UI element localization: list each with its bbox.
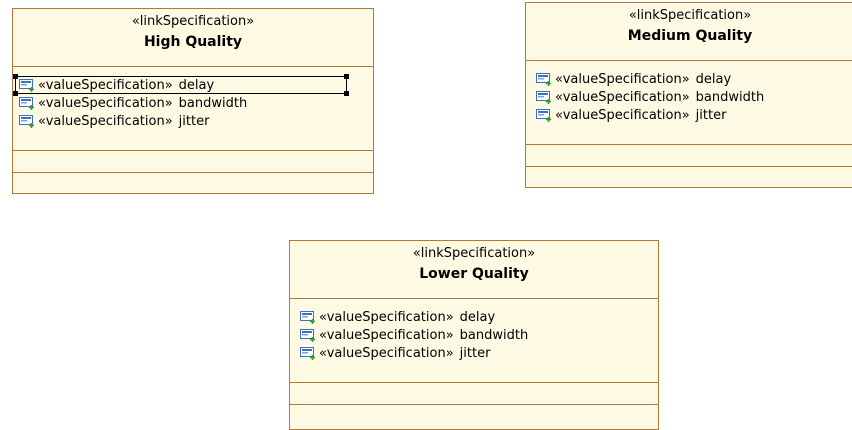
class-box-high-quality[interactable]: «linkSpecification» High Quality «valueS… [12, 8, 374, 194]
class-name: High Quality [143, 34, 243, 50]
value-specification-icon [19, 114, 34, 128]
value-specification-icon [300, 310, 315, 324]
class-box-lower-quality[interactable]: «linkSpecification» Lower Quality «value… [289, 240, 659, 430]
value-specification-icon [300, 328, 315, 342]
attribute-name: bandwidth [459, 327, 529, 343]
attribute-stereotype: «valueSpecification» [555, 71, 690, 87]
operations-compartment[interactable] [290, 383, 658, 405]
attribute-stereotype: «valueSpecification» [38, 77, 173, 93]
attribute-name: delay [178, 77, 215, 93]
class-header: «linkSpecification» Medium Quality [526, 3, 852, 61]
value-specification-icon [536, 108, 551, 122]
resize-handle[interactable] [344, 91, 349, 96]
extra-compartment[interactable] [13, 173, 373, 189]
attribute-row-delay[interactable]: «valueSpecification» delay [300, 308, 658, 326]
resize-handle[interactable] [13, 74, 18, 79]
attribute-stereotype: «valueSpecification» [38, 95, 173, 111]
value-specification-icon [19, 78, 34, 92]
attribute-name: jitter [178, 113, 210, 129]
selection-frame[interactable] [13, 74, 349, 96]
attribute-stereotype: «valueSpecification» [555, 107, 690, 123]
resize-handle[interactable] [13, 91, 18, 96]
resize-handle[interactable] [344, 74, 349, 79]
value-specification-icon [19, 96, 34, 110]
attribute-compartment: «valueSpecification» delay «valueSpecifi… [290, 299, 658, 383]
class-stereotype: «linkSpecification» [628, 8, 752, 23]
class-name: Medium Quality [627, 28, 753, 44]
class-stereotype: «linkSpecification» [131, 14, 255, 29]
extra-compartment[interactable] [526, 167, 852, 183]
attribute-row-jitter[interactable]: «valueSpecification» jitter [19, 112, 373, 130]
class-header: «linkSpecification» Lower Quality [290, 241, 658, 299]
attribute-name: jitter [695, 107, 727, 123]
attribute-name: delay [695, 71, 732, 87]
attribute-stereotype: «valueSpecification» [38, 113, 173, 129]
attribute-row-bandwidth[interactable]: «valueSpecification» bandwidth [300, 326, 658, 344]
value-specification-icon [536, 90, 551, 104]
value-specification-icon [300, 346, 315, 360]
attribute-name: bandwidth [178, 95, 248, 111]
attribute-row-jitter[interactable]: «valueSpecification» jitter [536, 106, 852, 124]
attribute-row-delay[interactable]: «valueSpecification» delay [536, 70, 852, 88]
class-box-medium-quality[interactable]: «linkSpecification» Medium Quality «valu… [525, 2, 852, 188]
value-specification-icon [536, 72, 551, 86]
attribute-compartment: «valueSpecification» delay «valueSpecifi… [13, 67, 373, 151]
operations-compartment[interactable] [526, 145, 852, 167]
attribute-stereotype: «valueSpecification» [319, 309, 454, 325]
class-stereotype: «linkSpecification» [412, 246, 536, 261]
attribute-row-delay[interactable]: «valueSpecification» delay [19, 76, 373, 94]
attribute-stereotype: «valueSpecification» [555, 89, 690, 105]
attribute-row-bandwidth[interactable]: «valueSpecification» bandwidth [19, 94, 373, 112]
attribute-row-bandwidth[interactable]: «valueSpecification» bandwidth [536, 88, 852, 106]
attribute-compartment: «valueSpecification» delay «valueSpecifi… [526, 61, 852, 145]
extra-compartment[interactable] [290, 405, 658, 421]
operations-compartment[interactable] [13, 151, 373, 173]
class-name: Lower Quality [419, 266, 529, 282]
attribute-stereotype: «valueSpecification» [319, 327, 454, 343]
class-header: «linkSpecification» High Quality [13, 9, 373, 67]
attribute-row-jitter[interactable]: «valueSpecification» jitter [300, 344, 658, 362]
attribute-name: bandwidth [695, 89, 765, 105]
attribute-stereotype: «valueSpecification» [319, 345, 454, 361]
attribute-name: jitter [459, 345, 491, 361]
attribute-name: delay [459, 309, 496, 325]
